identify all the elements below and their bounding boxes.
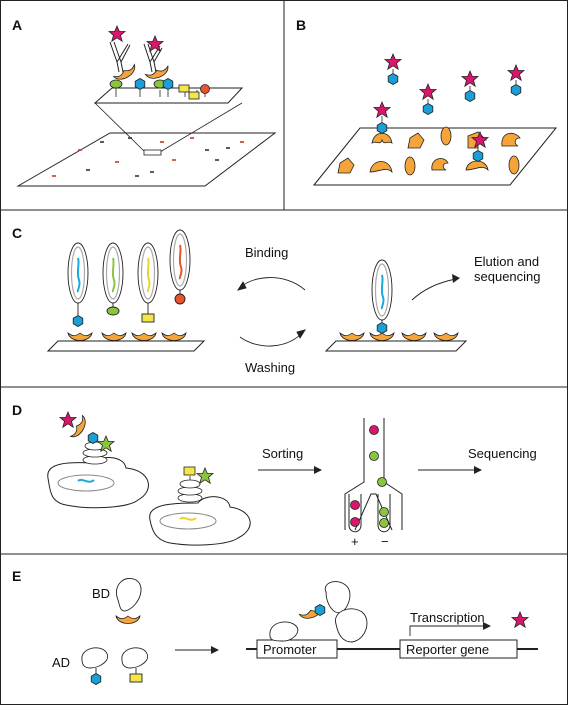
plasmid-2 bbox=[159, 512, 217, 530]
panel-e: E BD AD Promoter Reporter gene bbox=[12, 568, 538, 685]
panel-d: D Sorting bbox=[12, 402, 537, 549]
promoter-label: Promoter bbox=[263, 642, 317, 657]
sorting-label: Sorting bbox=[262, 446, 303, 461]
elution-label-line1: Elution and bbox=[474, 254, 539, 269]
sorter-tubes bbox=[348, 494, 391, 533]
ad-label: AD bbox=[52, 655, 70, 670]
panel-c: C bbox=[12, 225, 541, 375]
green-star-1 bbox=[96, 434, 116, 453]
yeast-cell-1 bbox=[47, 457, 149, 509]
elution-arrow bbox=[411, 274, 460, 301]
reporter-label: Reporter gene bbox=[406, 642, 489, 657]
left-surface-proteins bbox=[67, 332, 187, 341]
free-probes bbox=[384, 53, 525, 115]
panel-b-label: B bbox=[296, 17, 306, 33]
protein-chip bbox=[312, 127, 558, 186]
panel-b: B bbox=[296, 17, 558, 186]
zoom-line-left bbox=[94, 102, 146, 153]
slide-surface bbox=[16, 132, 277, 187]
panel-a: A bbox=[12, 17, 277, 187]
washing-label: Washing bbox=[245, 360, 295, 375]
transcription-label: Transcription bbox=[410, 610, 485, 625]
ad-fusions bbox=[81, 647, 148, 685]
sorted-cells bbox=[350, 425, 389, 528]
bd-label: BD bbox=[92, 586, 110, 601]
cycle-arrows bbox=[237, 277, 306, 347]
positive-label: + bbox=[351, 534, 359, 549]
bd-domain bbox=[116, 578, 142, 612]
bound-phage bbox=[371, 259, 393, 334]
negative-label: − bbox=[381, 534, 389, 549]
plasmid-1 bbox=[57, 474, 115, 492]
surface-display-2 bbox=[177, 479, 203, 503]
zoomed-surface bbox=[93, 87, 244, 104]
panel-e-label: E bbox=[12, 568, 21, 584]
insert-2 bbox=[179, 516, 197, 521]
zoomed-molecules bbox=[108, 25, 210, 100]
reporter-star bbox=[511, 611, 529, 628]
green-star-2 bbox=[195, 466, 215, 485]
bound-probes bbox=[373, 101, 489, 162]
binding-surface-right bbox=[324, 340, 468, 352]
panel-d-label: D bbox=[12, 402, 22, 418]
sequencing-label: Sequencing bbox=[468, 446, 537, 461]
panel-c-label: C bbox=[12, 225, 22, 241]
elution-label-line2: sequencing bbox=[474, 269, 541, 284]
yeast-cell-2 bbox=[149, 496, 251, 546]
promoter-box bbox=[256, 639, 338, 659]
binding-label: Binding bbox=[245, 245, 288, 260]
reporter-box bbox=[399, 639, 518, 659]
insert-1 bbox=[77, 478, 95, 483]
bound-complex bbox=[269, 581, 368, 643]
yellow-tag-2 bbox=[183, 466, 196, 476]
right-surface-proteins bbox=[339, 332, 459, 341]
sorting-arrow bbox=[314, 466, 322, 474]
zoom-spot bbox=[143, 149, 162, 156]
sequencing-arrow bbox=[474, 466, 482, 474]
array-spots bbox=[52, 137, 244, 177]
phage-particles bbox=[67, 229, 191, 327]
zoom-line-right bbox=[159, 102, 243, 153]
panel-a-label: A bbox=[12, 17, 22, 33]
chip-proteins bbox=[337, 126, 521, 176]
transcription-arrow bbox=[409, 625, 486, 636]
binding-surface-left bbox=[46, 340, 206, 352]
two-hybrid-arrow bbox=[211, 646, 219, 654]
